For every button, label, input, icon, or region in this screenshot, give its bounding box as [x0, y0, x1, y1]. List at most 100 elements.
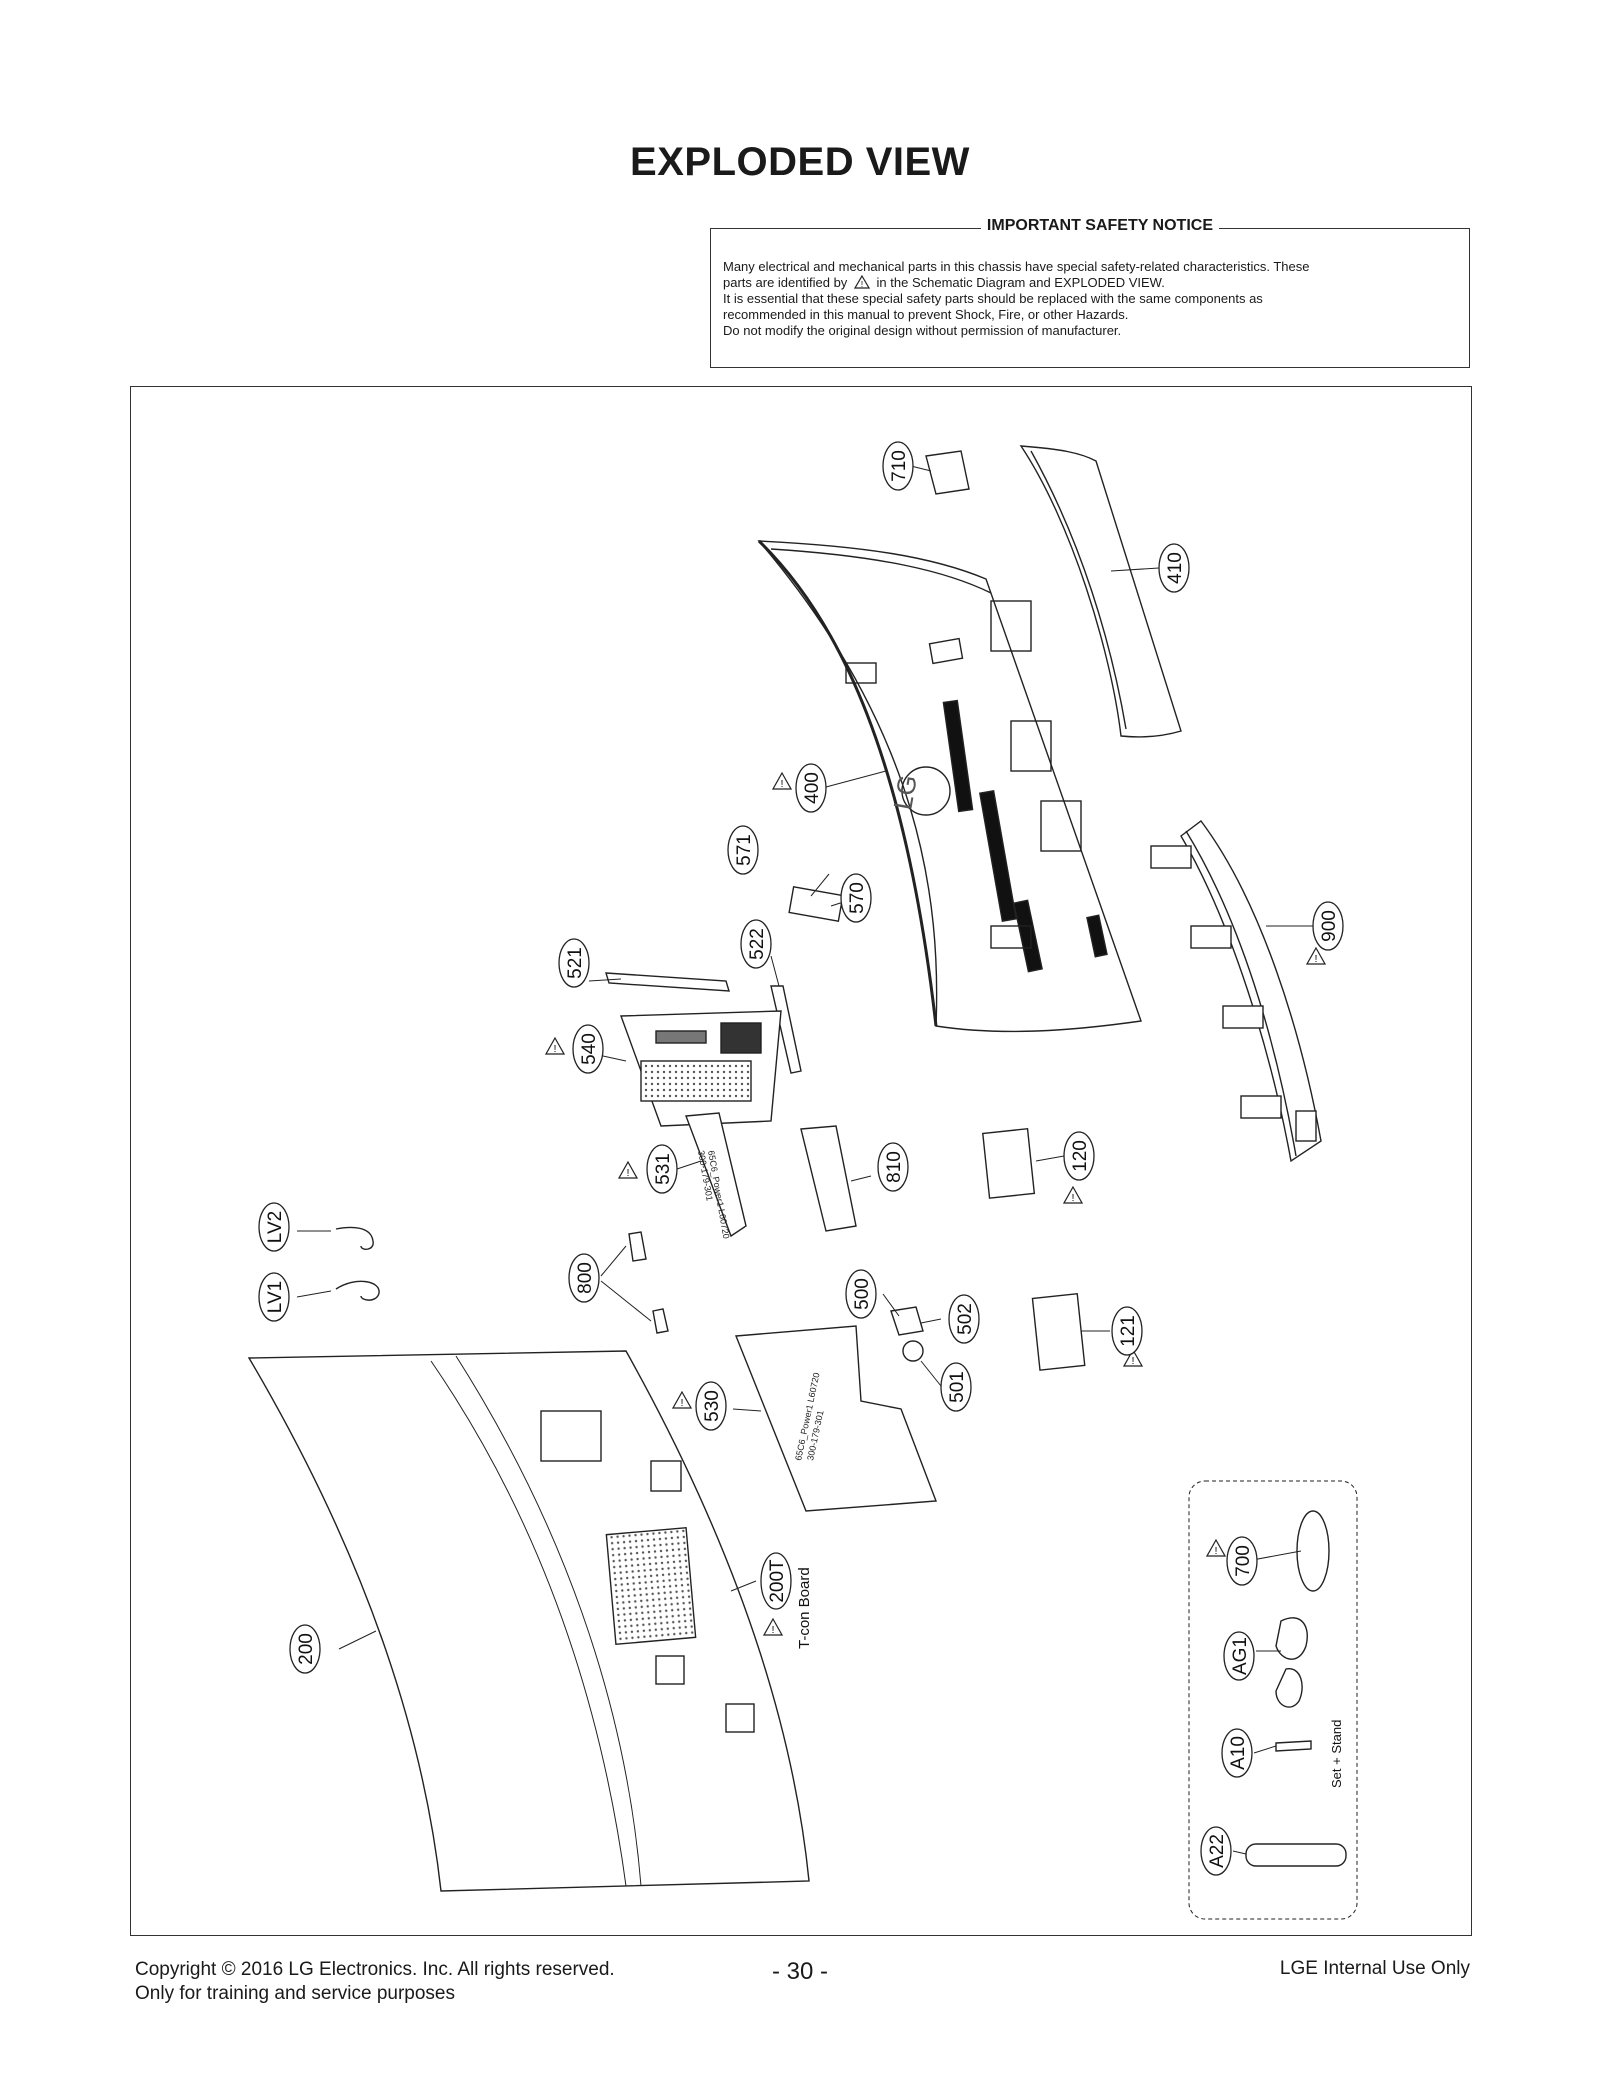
- callout-500-text: 500: [852, 1278, 873, 1310]
- notice-line-4: recommended in this manual to prevent Sh…: [723, 307, 1129, 322]
- page-number: - 30 -: [771, 1958, 828, 1985]
- callout-502: 502: [948, 1294, 980, 1344]
- callout-400-text: 400: [802, 772, 823, 804]
- screw-part: [1275, 1740, 1312, 1752]
- display-panel-part: [247, 1350, 810, 1892]
- callout-121-text: 121: [1118, 1315, 1139, 1347]
- back-cover-part: [757, 539, 1142, 1033]
- callout-a10: A10: [1221, 1728, 1253, 1778]
- callout-a10-text: A10: [1228, 1736, 1249, 1770]
- component-500-part: [890, 1306, 924, 1336]
- glasses-part: [1275, 1617, 1308, 1708]
- callout-502-text: 502: [955, 1303, 976, 1335]
- leader-lines: [296, 465, 1313, 1855]
- callout-531: 531: [646, 1144, 678, 1194]
- notice-line-1: Many electrical and mechanical parts in …: [723, 259, 1310, 274]
- callout-522-text: 522: [747, 928, 768, 960]
- power-board-531-part: 65C6_Power1 L60720 300-179-301: [685, 1112, 747, 1240]
- copyright-footer: Copyright © 2016 LG Electronics. Inc. Al…: [135, 1958, 615, 2006]
- bracket-570-part: [788, 886, 844, 922]
- callout-ag1-text: AG1: [1230, 1637, 1251, 1675]
- callout-540: 540: [572, 1024, 604, 1074]
- set-stand-label: Set + Stand: [1329, 1720, 1344, 1788]
- callout-800: 800: [568, 1253, 600, 1303]
- callout-710-text: 710: [889, 450, 910, 482]
- page-title: EXPLODED VIEW: [630, 140, 970, 184]
- callout-a22: A22: [1200, 1826, 1232, 1876]
- callout-410-text: 410: [1165, 552, 1186, 584]
- notice-line-2b: in the Schematic Diagram and EXPLODED VI…: [876, 275, 1165, 290]
- callout-571: 571: [727, 825, 759, 875]
- callout-570-text: 570: [847, 882, 868, 914]
- callout-200t: 200T: [760, 1552, 792, 1610]
- part-callouts: 710 410 400 571 570 900: [258, 441, 1344, 1876]
- bracket-521-part: [605, 972, 730, 992]
- remote-part: [1245, 1843, 1347, 1867]
- callout-800-text: 800: [575, 1262, 596, 1294]
- callout-lv1-text: LV1: [265, 1281, 286, 1313]
- bracket-800-part: [628, 1231, 669, 1334]
- callout-710: 710: [882, 441, 914, 491]
- callout-501: 501: [940, 1362, 972, 1412]
- warning-triangle-icon: !: [853, 274, 870, 289]
- callout-700-text: 700: [1233, 1545, 1254, 1577]
- component-501-part: [902, 1340, 924, 1362]
- callout-lv2-text: LV2: [265, 1211, 286, 1243]
- exploded-view-drawing: !: [247, 441, 1358, 1920]
- callout-530-text: 530: [702, 1390, 723, 1422]
- lg-logo: LG: [887, 773, 923, 812]
- callout-lv2: LV2: [258, 1202, 290, 1252]
- callout-900-text: 900: [1319, 910, 1340, 942]
- callout-120-text: 120: [1070, 1140, 1091, 1172]
- accessories-box: [1188, 1480, 1358, 1920]
- top-cover-part: [1019, 445, 1182, 738]
- exploded-view-diagram: !: [130, 386, 1472, 1936]
- callout-900: 900: [1312, 901, 1344, 951]
- callout-ag1: AG1: [1223, 1631, 1255, 1681]
- callout-120: 120: [1063, 1131, 1095, 1181]
- callout-810: 810: [877, 1142, 909, 1192]
- safety-notice-body: Many electrical and mechanical parts in …: [723, 259, 1459, 339]
- callout-522: 522: [740, 919, 772, 969]
- safety-notice-heading: IMPORTANT SAFETY NOTICE: [980, 217, 1219, 235]
- callout-531-text: 531: [653, 1153, 674, 1185]
- callout-540-text: 540: [579, 1033, 600, 1065]
- main-board-part: [620, 1010, 782, 1127]
- callout-500: 500: [845, 1269, 877, 1319]
- safety-notice-box: IMPORTANT SAFETY NOTICE Many electrical …: [710, 217, 1470, 368]
- callout-570: 570: [840, 873, 872, 923]
- cable-lv1-part: [335, 1280, 380, 1301]
- callout-200t-text: 200T: [767, 1559, 788, 1603]
- notice-line-2a: parts are identified by: [723, 275, 848, 290]
- copyright-line-2: Only for training and service purposes: [135, 1983, 455, 2004]
- cover-710-part: [925, 450, 970, 495]
- callout-lv1: LV1: [258, 1272, 290, 1322]
- notice-line-5: Do not modify the original design withou…: [723, 323, 1122, 338]
- power-cord-part: [1296, 1510, 1330, 1592]
- stand-part: [1150, 820, 1322, 1163]
- callout-700: 700: [1226, 1536, 1258, 1586]
- callout-501-text: 501: [947, 1371, 968, 1403]
- speaker-121-part: [1031, 1293, 1086, 1371]
- copyright-line-1: Copyright © 2016 LG Electronics. Inc. Al…: [135, 1959, 615, 1980]
- callout-200: 200: [289, 1624, 321, 1674]
- callout-530: 530: [695, 1381, 727, 1431]
- callout-521: 521: [558, 938, 590, 988]
- callout-521-text: 521: [565, 947, 586, 979]
- internal-use-label: LGE Internal Use Only: [1279, 1958, 1470, 1979]
- callout-410: 410: [1158, 543, 1190, 593]
- callout-400: 400: [795, 763, 827, 813]
- cable-lv2-part: [335, 1226, 374, 1250]
- svg-text:!: !: [861, 280, 863, 289]
- callout-121: 121: [1111, 1306, 1143, 1356]
- tcon-board-label: T-con Board: [796, 1567, 813, 1649]
- callout-571-text: 571: [734, 834, 755, 866]
- power-board-530-part: 65C6_Power1 L60720 300-179-301: [734, 1325, 937, 1512]
- speaker-120-part: [982, 1128, 1036, 1199]
- bracket-810-part: [800, 1125, 857, 1232]
- notice-line-2: parts are identified by ! in the Schemat…: [723, 274, 1459, 291]
- callout-810-text: 810: [884, 1151, 905, 1183]
- callout-a22-text: A22: [1207, 1834, 1228, 1868]
- notice-line-3: It is essential that these special safet…: [723, 291, 1263, 306]
- callout-200-text: 200: [296, 1633, 317, 1665]
